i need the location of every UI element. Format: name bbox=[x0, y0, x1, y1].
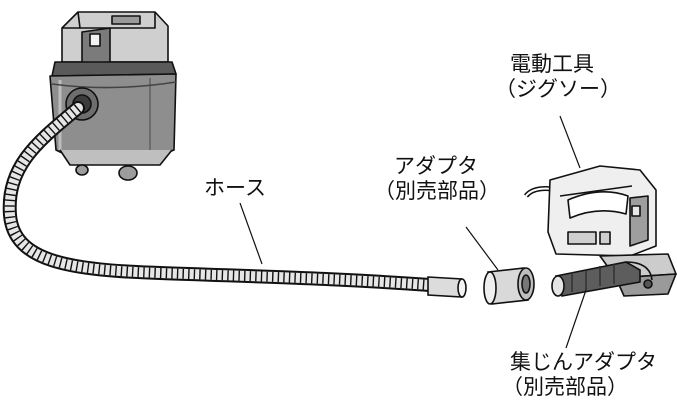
leader-dust-adapter bbox=[565, 289, 587, 349]
label-power-tool-line2: （ジグソー） bbox=[495, 77, 621, 101]
adapter-part bbox=[483, 267, 535, 305]
leader-hose bbox=[239, 202, 263, 265]
label-power-tool-line1: 電動工具 bbox=[510, 52, 594, 76]
label-hose: ホース bbox=[204, 176, 266, 201]
jigsaw bbox=[524, 165, 677, 297]
label-hose-text: ホース bbox=[204, 176, 266, 200]
label-dust-adapter-line2: （別売部品） bbox=[502, 375, 628, 399]
vacuum-cleaner bbox=[49, 11, 177, 181]
label-adapter-line1: アダプタ bbox=[394, 154, 478, 178]
hose bbox=[2, 101, 467, 298]
label-power-tool: 電動工具 （ジグソー） bbox=[495, 52, 621, 102]
label-adapter-line2: （別売部品） bbox=[374, 179, 500, 203]
leader-power-tool bbox=[559, 115, 581, 169]
label-dust-adapter-line1: 集じんアダプタ bbox=[510, 350, 657, 374]
label-dust-adapter: 集じんアダプタ （別売部品） bbox=[502, 350, 657, 400]
dust-adapter-part bbox=[551, 261, 653, 297]
leader-adapter bbox=[465, 226, 499, 271]
leader-lines bbox=[239, 115, 587, 349]
label-adapter: アダプタ （別売部品） bbox=[374, 154, 500, 204]
